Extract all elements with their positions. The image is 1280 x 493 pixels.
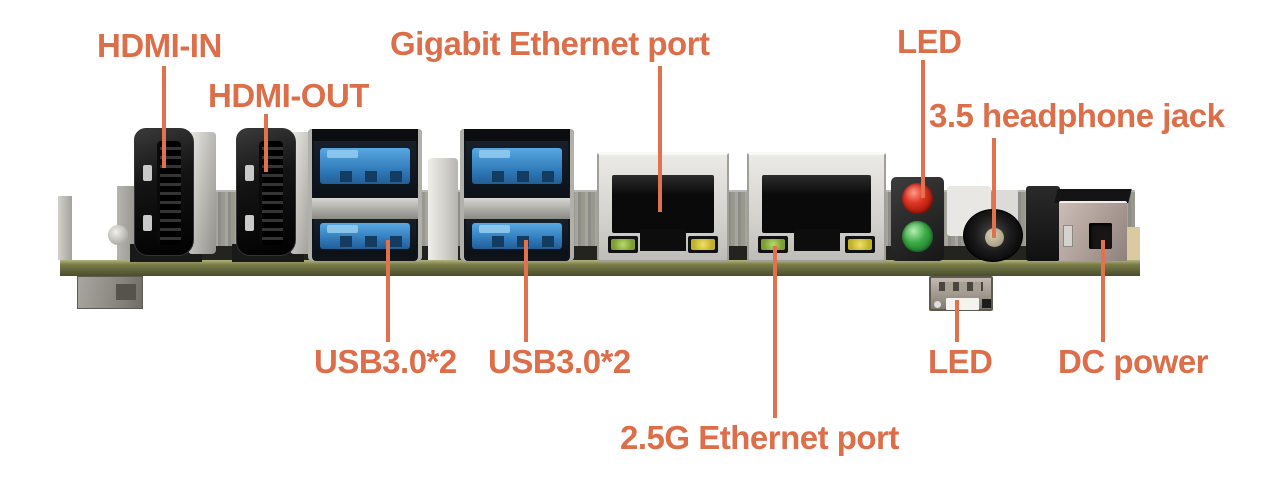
- usb-stack-top-strip: [312, 129, 418, 141]
- dc-jack-contact: [1063, 225, 1073, 247]
- led-header-connector: [929, 276, 993, 311]
- usb-port-upper: [314, 141, 416, 198]
- ethernet-2-5g-port: [747, 152, 886, 262]
- dc-power-label: DC power: [1058, 343, 1209, 380]
- usb-blue-tongue: [320, 148, 410, 184]
- led-header-tab: [946, 298, 979, 310]
- usb-port-upper: [466, 141, 568, 198]
- rj45-latch-tab: [793, 229, 840, 251]
- ethernet-2-5g-label: 2.5G Ethernet port: [620, 419, 899, 456]
- pcb-board-edge: [60, 260, 1140, 276]
- led-header-pins: [939, 282, 983, 291]
- usb-right-label: USB3.0*2: [488, 343, 631, 380]
- led-top-leader-line: [921, 60, 925, 198]
- dc-power-leader-line: [1101, 240, 1105, 342]
- led-header-dot: [934, 301, 941, 308]
- hdmi-out-contact: [245, 215, 254, 231]
- hdmi-in-pin-slot: [157, 141, 181, 245]
- usb3-stack-right: [460, 129, 574, 261]
- status-led-red: [902, 183, 933, 214]
- status-led-holder: [891, 177, 944, 261]
- usb-stack-top-strip: [464, 129, 570, 141]
- left-underside-connector-notch: [116, 284, 136, 300]
- ethernet-activity-led-yellow: [688, 236, 718, 253]
- hdmi-in-label: HDMI-IN: [97, 27, 222, 64]
- usb-blue-tongue: [320, 223, 410, 249]
- usb-left-label: USB3.0*2: [314, 343, 457, 380]
- hdmi-out-leader-line: [264, 114, 268, 172]
- hdmi-in-leader-line: [162, 66, 166, 168]
- hdmi-out-pin-slot: [259, 141, 283, 245]
- usb3-stack-left: [308, 129, 422, 261]
- hdmi-out-label: HDMI-OUT: [208, 77, 369, 114]
- hdmi-out-port: [232, 128, 318, 262]
- status-led-green: [902, 221, 933, 252]
- ethernet-2-5g-leader-line: [773, 246, 777, 418]
- gigabit-ethernet-port: [597, 152, 729, 262]
- hdmi-in-port: [130, 128, 216, 262]
- gigabit-ethernet-leader-line: [658, 66, 662, 212]
- usb-blue-tongue: [472, 223, 562, 249]
- rj45-latch-tab: [640, 229, 686, 251]
- ethernet-link-led-green: [608, 236, 638, 253]
- rj45-cavity: [612, 175, 714, 233]
- usb-port-lower: [314, 219, 416, 255]
- usb-port-lower: [466, 219, 568, 255]
- led-bottom-leader-line: [955, 300, 959, 342]
- usb-stack-spacer: [428, 158, 458, 260]
- left-edge-bracket: [58, 196, 72, 260]
- hdmi-in-contact: [143, 165, 152, 181]
- rj45-cavity: [762, 175, 871, 233]
- led-top-label: LED: [897, 23, 962, 60]
- dc-power-socket-hole: [1089, 223, 1112, 249]
- ethernet-activity-led-yellow: [845, 236, 875, 253]
- usb-left-leader-line: [386, 240, 390, 342]
- left-underside-connector: [77, 276, 143, 309]
- headphone-jack-leader-line: [992, 138, 996, 238]
- headphone-jack-label: 3.5 headphone jack: [929, 97, 1225, 134]
- usb-right-leader-line: [524, 240, 528, 342]
- hdmi-out-contact: [245, 165, 254, 181]
- hdmi-in-contact: [143, 215, 152, 231]
- ethernet-link-led-green: [758, 236, 788, 253]
- usb-stack-divider: [312, 198, 418, 219]
- left-standoff-knob: [108, 225, 128, 245]
- usb-stack-divider: [464, 198, 570, 219]
- led-bottom-label: LED: [928, 343, 993, 380]
- gigabit-ethernet-label: Gigabit Ethernet port: [390, 25, 710, 62]
- led-header-key: [982, 299, 991, 308]
- usb-blue-tongue: [472, 148, 562, 184]
- board-end-component: [1127, 227, 1140, 260]
